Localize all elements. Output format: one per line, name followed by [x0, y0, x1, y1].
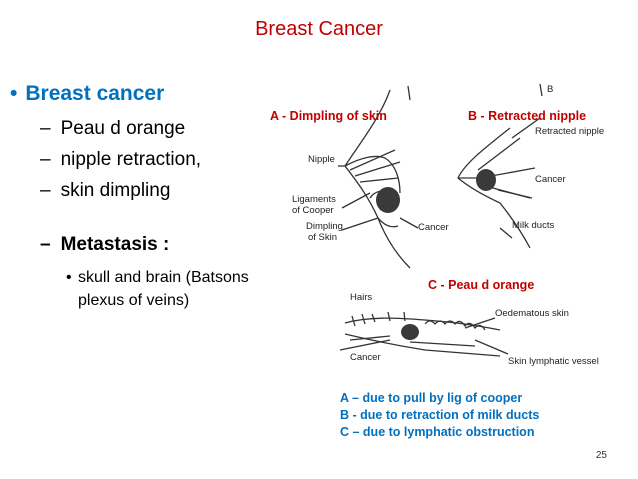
- bullet-main: • Breast cancer: [10, 82, 164, 106]
- list-item-metastasis: –Metastasis :: [40, 234, 170, 255]
- label-ligaments-2: of Cooper: [292, 205, 334, 216]
- list-item: –Peau d orange: [40, 118, 186, 139]
- list-item: –nipple retraction,: [40, 149, 202, 170]
- label-a-cancer: Cancer: [418, 222, 449, 233]
- page-number: 25: [595, 450, 607, 461]
- label-milk-ducts: Milk ducts: [512, 220, 554, 231]
- label-ligaments-1: Ligaments: [292, 194, 336, 205]
- label-nipple: Nipple: [308, 154, 335, 165]
- item-text: Peau d orange: [60, 118, 186, 139]
- label-dimpling-1: Dimpling: [306, 221, 343, 232]
- label-lymphatic-vessel: Skin lymphatic vessel: [508, 356, 599, 367]
- metastasis-text: Metastasis :: [60, 234, 170, 255]
- label-dimpling-2: of Skin: [308, 232, 337, 243]
- label-a: A - Dimpling of skin: [270, 109, 387, 123]
- label-retracted-nipple: Retracted nipple: [535, 126, 604, 137]
- label-b-cancer: Cancer: [535, 174, 566, 185]
- label-hairs: Hairs: [350, 292, 372, 303]
- tumor-a-mark: [376, 187, 400, 213]
- bullet-main-text: Breast cancer: [25, 82, 165, 105]
- item-text: nipple retraction,: [60, 149, 202, 170]
- list-item: –skin dimpling: [40, 180, 171, 201]
- note-b: B - due to retraction of milk ducts: [340, 408, 540, 422]
- legend-notes: A – due to pull by lig of cooper B - due…: [340, 390, 539, 441]
- note-c: C – due to lymphatic obstruction: [340, 425, 535, 439]
- breast-cancer-diagram: Nipple Ligaments of Cooper Dimpling of S…: [250, 78, 635, 378]
- label-oedematous-skin: Oedematous skin: [495, 308, 569, 319]
- slide-title: Breast Cancer: [255, 18, 383, 40]
- sub-item-text: skull and brain (Batsons plexus of veins…: [78, 269, 249, 309]
- label-b: B - Retracted nipple: [468, 109, 587, 123]
- label-letter-b: B: [547, 84, 553, 95]
- diagram-illustration: Nipple Ligaments of Cooper Dimpling of S…: [292, 83, 604, 367]
- sub-item: • skull and brain (Batsons plexus of vei…: [66, 266, 268, 312]
- label-c: C - Peau d orange: [428, 278, 535, 292]
- note-a: A – due to pull by lig of cooper: [340, 391, 523, 405]
- label-c-cancer: Cancer: [350, 352, 381, 363]
- bullet-dot-icon: •: [10, 82, 18, 105]
- item-text: skin dimpling: [60, 180, 171, 201]
- bullet-dot-icon: •: [66, 269, 72, 286]
- tumor-c-mark: [401, 324, 419, 340]
- tumor-b-mark: [476, 169, 496, 191]
